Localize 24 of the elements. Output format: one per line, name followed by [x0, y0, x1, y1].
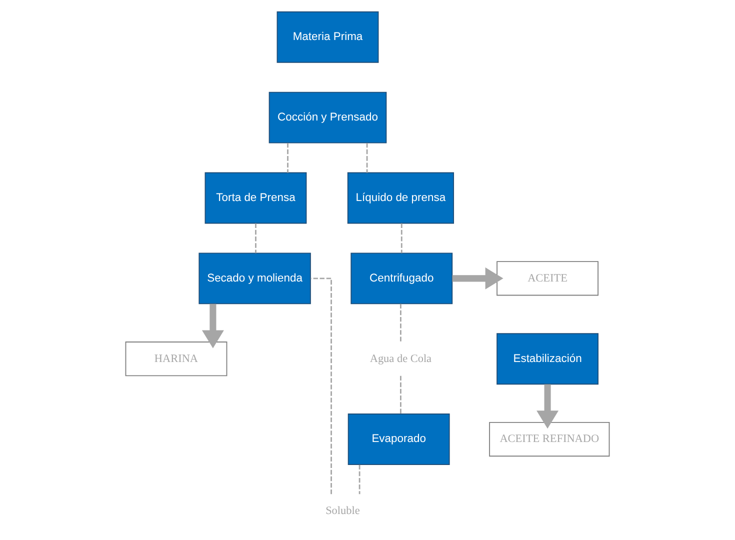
node-box: ACEITE: [496, 261, 598, 296]
node-box: Secado y molienda: [198, 252, 311, 304]
arrow: [536, 384, 559, 429]
connector: [255, 223, 256, 254]
node-box: ACEITE REFINADO: [489, 422, 610, 457]
node-box: HARINA: [125, 342, 228, 376]
node-box: Torta de Prensa: [204, 172, 307, 224]
node-text: Agua de Cola: [370, 352, 432, 365]
connector: [358, 464, 360, 494]
connector: [400, 376, 402, 414]
node-text: Soluble: [326, 505, 360, 518]
connector: [287, 143, 288, 173]
node-box: Estabilización: [496, 333, 598, 385]
node-box: Materia Prima: [276, 11, 379, 63]
connector: [310, 278, 332, 494]
node-box: Líquido de prensa: [347, 172, 454, 224]
connector: [400, 223, 402, 254]
node-box: Evaporado: [348, 414, 450, 465]
connector: [366, 143, 368, 173]
connector: [400, 304, 402, 342]
node-box: Cocción y Prensado: [268, 92, 387, 144]
arrow: [202, 304, 224, 348]
node-box: Centrifugado: [350, 252, 453, 304]
arrow: [452, 267, 504, 290]
